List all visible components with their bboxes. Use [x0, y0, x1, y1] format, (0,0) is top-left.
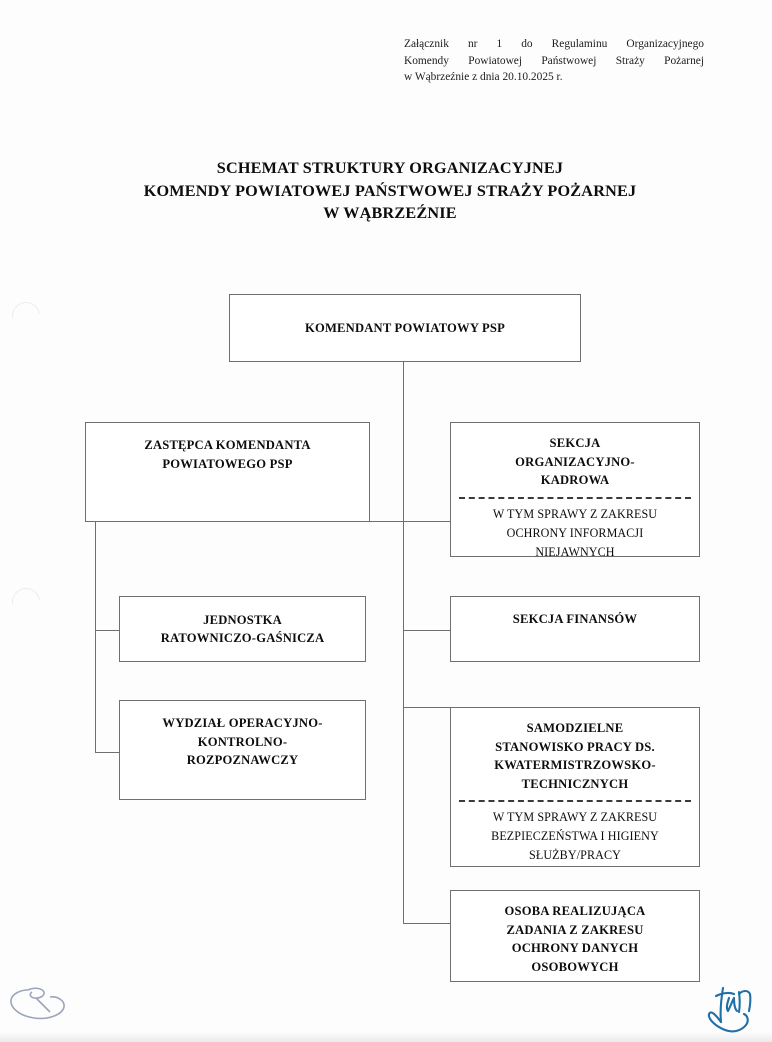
node-jrg-title-line-2: RATOWNICZO-GAŚNICZA — [160, 631, 325, 645]
node-jrg-title: JEDNOSTKA RATOWNICZO-GAŚNICZA — [161, 611, 325, 648]
node-sekcja-finansow[interactable]: SEKCJA FINANSÓW — [450, 596, 700, 662]
node-zastepca-title-line-1: ZASTĘPCA KOMENDANTA — [144, 438, 311, 452]
header-annotation-line-2: Komendy Powiatowej Państwowej Straży Poż… — [404, 54, 704, 67]
connector-to-finanse — [403, 630, 451, 632]
scan-artifact-doodle — [10, 987, 65, 1020]
node-zastepca-title: ZASTĘPCA KOMENDANTA POWIATOWEGO PSP — [86, 436, 369, 473]
node-sekcja-org-title-line-3: KADROWA — [540, 473, 610, 487]
node-zastepca-komendanta[interactable]: ZASTĘPCA KOMENDANTA POWIATOWEGO PSP — [85, 422, 370, 522]
node-kwatermistrz-title-line-3: KWATERMISTRZOWSKO- — [494, 758, 656, 772]
node-komendant-powiatowy-psp[interactable]: KOMENDANT POWIATOWY PSP — [229, 294, 581, 362]
node-sekcja-finansow-title-line-1: SEKCJA FINANSÓW — [512, 612, 638, 626]
node-kwatermistrz-title-line-1: SAMODZIELNE — [526, 721, 624, 735]
node-sekcja-org-title-line-2: ORGANIZACYJNO- — [515, 454, 635, 469]
node-komendant-title: KOMENDANT POWIATOWY PSP — [305, 319, 505, 338]
node-osoba-ochrona-danych-osobowych[interactable]: OSOBA REALIZUJĄCA ZADANIA Z ZAKRESU OCHR… — [450, 890, 700, 982]
node-odo-title-line-4: OSOBOWYCH — [531, 959, 619, 974]
node-wydzial-operacyjno-kontrolno-rozpoznawczy[interactable]: WYDZIAŁ OPERACYJNO- KONTROLNO- ROZPOZNAW… — [119, 700, 366, 800]
node-komendant-title-line-1: KOMENDANT POWIATOWY PSP — [304, 320, 506, 335]
node-kwatermistrz-sub-line-1: W TYM SPRAWY Z ZAKRESU — [492, 810, 658, 824]
node-zastepca-title-line-2: POWIATOWEGO PSP — [162, 456, 293, 471]
node-kwatermistrz-sub-line-2: BEZPIECZEŃSTWA I HIGIENY — [491, 829, 659, 843]
node-sekcja-org-sub-line-2: OCHRONY INFORMACJI — [506, 525, 644, 540]
page-title-line-3: W WĄBRZEŹNIE — [323, 204, 457, 222]
connector-to-sekcja-org — [403, 521, 451, 523]
header-annotation: Załącznik nr 1 do Regulaminu Organizacyj… — [404, 36, 704, 86]
node-wydzial-title: WYDZIAŁ OPERACYJNO- KONTROLNO- ROZPOZNAW… — [120, 714, 365, 770]
page-edge-shadow — [0, 1032, 772, 1042]
node-sekcja-org-sub-line-3: NIEJAWNYCH — [535, 544, 615, 559]
header-annotation-line-1: Załącznik nr 1 do Regulaminu Organizacyj… — [404, 38, 704, 50]
node-odo-title: OSOBA REALIZUJĄCA ZADANIA Z ZAKRESU OCHR… — [451, 902, 699, 976]
connector-to-jrg — [95, 630, 119, 632]
node-samodzielne-stanowisko-kwatermistrzowsko-techniczne[interactable]: SAMODZIELNE STANOWISKO PRACY DS. KWATERM… — [450, 707, 700, 867]
connector-to-wydzial — [95, 752, 119, 754]
node-jednostka-ratowniczo-gasnicza[interactable]: JEDNOSTKA RATOWNICZO-GAŚNICZA — [119, 596, 366, 662]
node-odo-title-line-1: OSOBA REALIZUJĄCA — [504, 904, 646, 918]
connector-deputy-stem — [95, 521, 97, 753]
header-annotation-line-3: w Wąbrzeźnie z dnia 20.10.2025 r. — [404, 71, 563, 83]
node-sekcja-org-title: SEKCJA ORGANIZACYJNO- KADROWA — [451, 434, 699, 490]
connector-to-odo — [403, 923, 451, 925]
node-sekcja-finansow-title: SEKCJA FINANSÓW — [451, 610, 699, 629]
node-kwatermistrz-subtext: W TYM SPRAWY Z ZAKRESU BEZPIECZEŃSTWA I … — [451, 808, 699, 865]
connector-trunk-vertical — [403, 362, 405, 924]
page-title: SCHEMAT STRUKTURY ORGANIZACYJNEJ KOMENDY… — [60, 157, 720, 225]
node-sekcja-organizacyjno-kadrowa[interactable]: SEKCJA ORGANIZACYJNO- KADROWA W TYM SPRA… — [450, 422, 700, 559]
node-sekcja-org-divider — [459, 496, 691, 499]
node-sekcja-org-title-line-1: SEKCJA — [549, 436, 601, 450]
node-wydzial-title-line-2: KONTROLNO- — [197, 734, 288, 749]
node-jrg-title-line-1: JEDNOSTKA — [203, 612, 282, 627]
node-sekcja-org-sub-line-1: W TYM SPRAWY Z ZAKRESU — [492, 506, 658, 521]
node-odo-title-line-3: OCHRONY DANYCH — [511, 941, 639, 955]
node-wydzial-title-line-1: WYDZIAŁ OPERACYJNO- — [162, 716, 323, 730]
node-odo-title-line-2: ZADANIA Z ZAKRESU — [506, 922, 644, 937]
node-kwatermistrz-divider — [459, 800, 691, 802]
signature-mark — [707, 986, 752, 1033]
node-sekcja-org-subtext: W TYM SPRAWY Z ZAKRESU OCHRONY INFORMACJ… — [451, 505, 699, 562]
node-kwatermistrz-title-line-2: STANOWISKO PRACY DS. — [495, 739, 655, 754]
node-kwatermistrz-title-line-4: TECHNICZNYCH — [521, 776, 629, 791]
node-wydzial-title-line-3: ROZPOZNAWCZY — [186, 753, 299, 767]
page-title-line-1: SCHEMAT STRUKTURY ORGANIZACYJNEJ — [216, 159, 564, 177]
hole-punch-mark-top — [6, 296, 46, 336]
node-kwatermistrz-title: SAMODZIELNE STANOWISKO PRACY DS. KWATERM… — [451, 719, 699, 793]
connector-to-kwatermistrz — [403, 707, 451, 709]
node-kwatermistrz-sub-line-3: SŁUŻBY/PRACY — [529, 848, 621, 862]
page-title-line-2: KOMENDY POWIATOWEJ PAŃSTWOWEJ STRAŻY POŻ… — [143, 181, 637, 200]
hole-punch-mark-bottom — [6, 582, 46, 622]
connector-to-deputy — [370, 521, 404, 523]
